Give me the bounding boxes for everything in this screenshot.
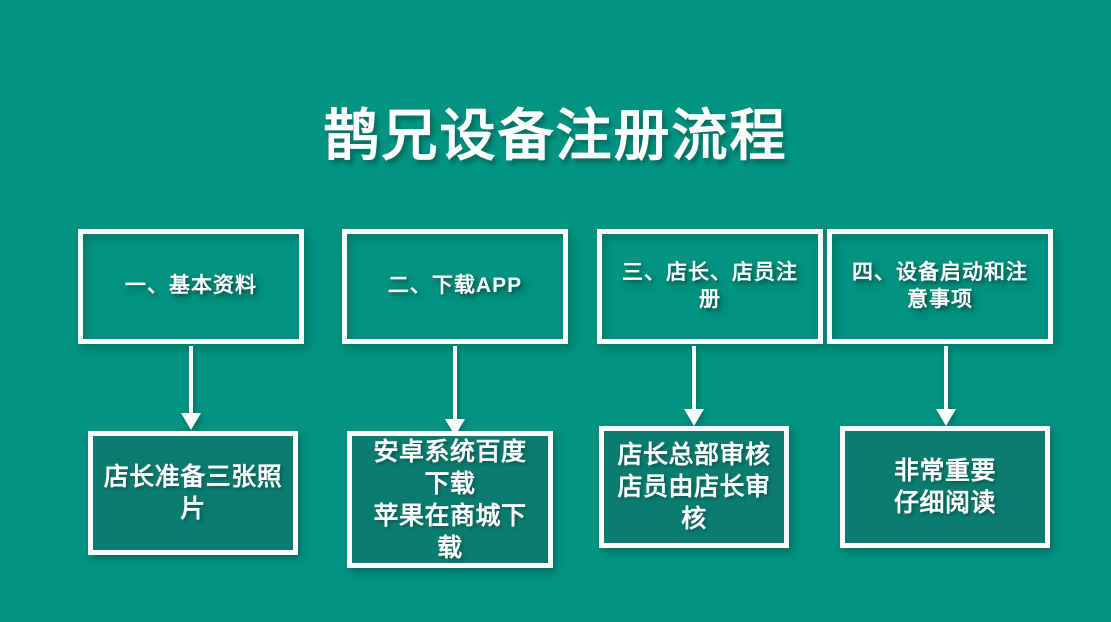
stage-box-3[interactable]: 三、店长、店员注册 [597,229,823,344]
stage-box-4-label: 四、设备启动和注意事项 [852,260,1028,311]
detail-box-4-line-2: 仔细阅读 [893,489,996,517]
detail-box-1-line-2: 片 [180,495,206,523]
detail-box-4-label: 非常重要 仔细阅读 [884,455,1006,519]
detail-box-3-line-1: 店长总部审核 [617,441,771,469]
stage-box-2[interactable]: 二、下载APP [342,229,568,344]
page-title: 鹊兄设备注册流程 [323,104,788,167]
detail-box-3[interactable]: 店长总部审核 店员由店长审核 [599,426,789,548]
arrow-down-2 [442,346,468,436]
stage-box-1[interactable]: 一、基本资料 [78,229,304,344]
detail-box-2-line-2: 苹果在商城下载 [373,501,527,562]
arrow-stem-2 [453,346,457,419]
arrow-down-4 [933,346,959,426]
stage-box-2-label: 二、下载APP [387,274,523,298]
detail-box-3-line-2: 店员由店长审核 [617,473,771,533]
arrow-stem-3 [692,346,696,409]
detail-box-1[interactable]: 店长准备三张照 片 [88,431,298,555]
arrow-head-3 [684,409,704,426]
detail-box-2-label: 安卓系统百度下载 苹果在商城下载 [352,436,548,564]
detail-box-1-label: 店长准备三张照 片 [94,461,293,525]
detail-box-2[interactable]: 安卓系统百度下载 苹果在商城下载 [347,431,553,568]
arrow-down-3 [681,346,707,426]
arrow-head-4 [936,409,956,426]
stage-box-1-label: 一、基本资料 [125,274,257,298]
stage-box-3-label: 三、店长、店员注册 [622,260,798,311]
detail-box-3-label: 店长总部审核 店员由店长审核 [604,439,784,535]
arrow-down-1 [178,346,204,430]
arrow-head-1 [181,413,201,430]
detail-box-2-line-1: 安卓系统百度下载 [373,437,527,498]
arrow-stem-1 [189,346,193,413]
detail-box-1-line-1: 店长准备三张照 [103,463,283,491]
stage-box-4[interactable]: 四、设备启动和注意事项 [827,229,1053,344]
detail-box-4[interactable]: 非常重要 仔细阅读 [840,426,1050,548]
detail-box-4-line-1: 非常重要 [893,457,996,485]
arrow-stem-4 [944,346,948,409]
